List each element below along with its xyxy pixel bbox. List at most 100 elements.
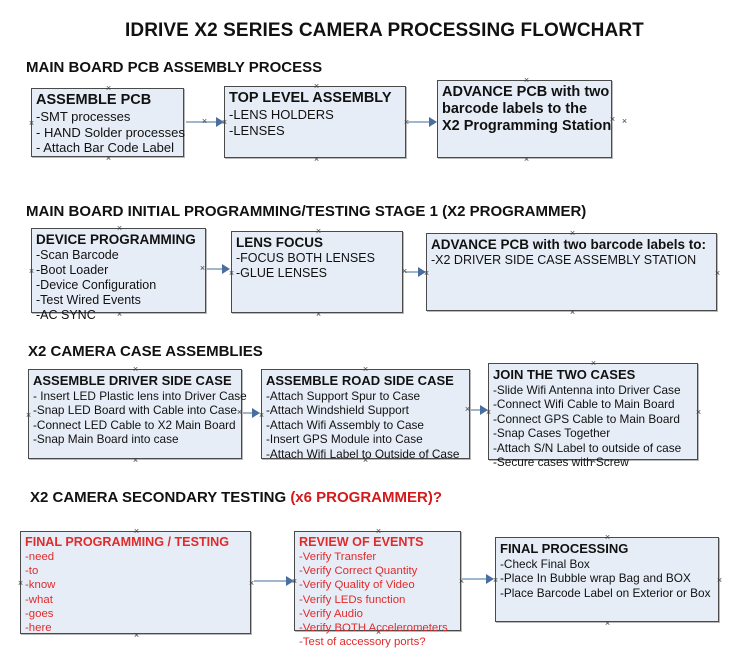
resize-handle-top[interactable]: [116, 225, 123, 232]
connector-endpoint-handle[interactable]: [199, 265, 206, 272]
resize-handle-bottom[interactable]: [315, 311, 322, 318]
node-line: - Insert LED Plastic lens into Driver Ca…: [33, 388, 247, 403]
node-heading: ASSEMBLE PCB: [36, 92, 152, 108]
connector-final-programming-to-review: [254, 580, 288, 582]
node-line: -Verify Quality of Video: [299, 579, 415, 592]
node-assemble-road-side-case[interactable]: ASSEMBLE ROAD SIDE CASE -Attach Support …: [261, 366, 470, 461]
resize-handle-left[interactable]: [28, 268, 35, 275]
node-line: -X2 DRIVER SIDE CASE ASSEMBLY STATION: [431, 253, 697, 267]
node-line: -Boot Loader: [36, 263, 109, 277]
node-line: -AC SYNC: [36, 308, 96, 322]
node-heading: FINAL PROCESSING: [500, 541, 629, 556]
node-heading: ADVANCE PCB with two: [442, 84, 610, 100]
node-line: -Verify Transfer: [299, 551, 377, 563]
node-line: -Snap LED Board with Cable into Case: [33, 403, 237, 418]
section-heading-text: X2 CAMERA SECONDARY TESTING: [30, 489, 291, 506]
node-line: -Snap Cases Together: [493, 426, 611, 441]
node-line: -Device Configuration: [36, 278, 157, 292]
connector-top-level-to-advance: [408, 121, 431, 123]
resize-handle-top[interactable]: [375, 528, 382, 535]
resize-handle-top[interactable]: [133, 528, 140, 535]
node-advance-pcb-to-x2-programming-station[interactable]: ADVANCE PCB with two barcode labels to t…: [437, 80, 612, 158]
node-line: - HAND Solder processes: [36, 124, 185, 140]
node-heading: LENS FOCUS: [236, 235, 324, 250]
arrowhead-icon: [216, 117, 224, 127]
node-line: -LENSES: [229, 122, 285, 138]
resize-handle-top[interactable]: [604, 534, 611, 541]
resize-handle-top[interactable]: [132, 366, 139, 373]
connector-endpoint-handle[interactable]: [401, 268, 408, 275]
section-heading-main-board-pcb-assembly-process: MAIN BOARD PCB ASSEMBLY PROCESS: [26, 59, 323, 76]
node-line: -Insert GPS Module into Case: [266, 432, 423, 447]
resize-handle-bottom[interactable]: [116, 311, 123, 318]
node-line: -Place In Bubble wrap Bag and BOX: [500, 571, 691, 586]
node-heading: JOIN THE TWO CASES: [493, 367, 636, 382]
resize-handle-bottom[interactable]: [590, 458, 597, 465]
connector-midpoint-handle[interactable]: [201, 118, 208, 125]
resize-handle-bottom[interactable]: [523, 156, 530, 163]
arrowhead-icon: [486, 574, 494, 584]
arrowhead-icon: [252, 408, 260, 418]
connector-endpoint-handle[interactable]: [621, 118, 628, 125]
node-top-level-assembly[interactable]: TOP LEVEL ASSEMBLY -LENS HOLDERS -LENSES: [224, 86, 406, 158]
resize-handle-top[interactable]: [523, 77, 530, 84]
node-advance-pcb-to-driver-side-case-assembly[interactable]: ADVANCE PCB with two barcode labels to: …: [426, 233, 717, 311]
node-lens-focus[interactable]: LENS FOCUS -FOCUS BOTH LENSES -GLUE LENS…: [231, 231, 403, 313]
node-line: -Check Final Box: [500, 556, 590, 571]
node-line: barcode labels to the: [442, 101, 588, 117]
node-review-of-events[interactable]: REVIEW OF EVENTS -Verify Transfer -Verif…: [294, 528, 461, 648]
node-line: -Attach Windshield Support: [266, 403, 409, 418]
node-join-the-two-cases[interactable]: JOIN THE TWO CASES -Slide Wifi Antenna i…: [488, 360, 698, 469]
resize-handle-right[interactable]: [716, 577, 723, 584]
node-device-programming[interactable]: DEVICE PROGRAMMING -Scan Barcode -Boot L…: [28, 225, 206, 322]
resize-handle-bottom[interactable]: [133, 632, 140, 639]
resize-handle-bottom[interactable]: [105, 155, 112, 162]
resize-handle-left[interactable]: [17, 580, 24, 587]
node-line: -Test Wired Events: [36, 293, 141, 307]
node-final-programming-testing[interactable]: FINAL PROGRAMMING / TESTING -need -to -k…: [20, 531, 251, 634]
node-assemble-pcb[interactable]: ASSEMBLE PCB -SMT processes - HAND Solde…: [28, 85, 185, 157]
connector-endpoint-handle[interactable]: [464, 406, 471, 413]
resize-handle-right[interactable]: [714, 270, 721, 277]
resize-handle-top[interactable]: [315, 228, 322, 235]
section-heading-x2-camera-case-assemblies: X2 CAMERA CASE ASSEMBLIES: [28, 343, 263, 360]
node-line: -SMT processes: [36, 109, 131, 124]
node-final-processing[interactable]: FINAL PROCESSING -Check Final Box -Place…: [495, 537, 719, 622]
connector-lens-focus-to-advance: [405, 271, 420, 273]
node-line: -Verify BOTH Accelerometers: [299, 622, 448, 635]
resize-handle-left[interactable]: [25, 412, 32, 419]
node-line-overflow: -Test of accessory ports?: [299, 636, 426, 649]
resize-handle-top[interactable]: [590, 360, 597, 367]
arrowhead-icon: [286, 576, 294, 586]
resize-handle-top[interactable]: [313, 83, 320, 90]
connector-endpoint-handle[interactable]: [236, 409, 243, 416]
node-line: -here: [25, 622, 52, 635]
node-heading: DEVICE PROGRAMMING: [36, 232, 196, 247]
resize-handle-bottom[interactable]: [604, 620, 611, 627]
connector-review-to-final-processing: [462, 578, 488, 580]
node-line: -Verify LEDs function: [299, 593, 406, 606]
resize-handle-top[interactable]: [362, 366, 369, 373]
node-assemble-driver-side-case[interactable]: ASSEMBLE DRIVER SIDE CASE - Insert LED P…: [25, 366, 247, 459]
resize-handle-right[interactable]: [695, 409, 702, 416]
resize-handle-bottom[interactable]: [362, 457, 369, 464]
arrowhead-icon: [480, 405, 488, 415]
resize-handle-bottom[interactable]: [569, 309, 576, 316]
node-line: -Verify Audio: [299, 607, 363, 620]
node-line: -Scan Barcode: [36, 248, 119, 262]
node-line: -to: [25, 565, 39, 578]
node-line: -Connect GPS Cable to Main Board: [493, 411, 680, 426]
node-heading: ADVANCE PCB with two barcode labels to:: [431, 237, 707, 252]
node-line: -know: [25, 579, 56, 592]
resize-handle-left[interactable]: [28, 120, 35, 127]
resize-handle-top[interactable]: [105, 85, 112, 92]
node-heading: REVIEW OF EVENTS: [299, 535, 424, 549]
resize-handle-bottom[interactable]: [375, 629, 382, 636]
node-line: -LENS HOLDERS: [229, 107, 334, 122]
resize-handle-right[interactable]: [609, 116, 616, 123]
resize-handle-bottom[interactable]: [313, 156, 320, 163]
node-line: -Slide Wifi Antenna into Driver Case: [493, 382, 681, 397]
node-heading: FINAL PROGRAMMING / TESTING: [25, 535, 230, 549]
resize-handle-top[interactable]: [569, 230, 576, 237]
resize-handle-bottom[interactable]: [132, 457, 139, 464]
